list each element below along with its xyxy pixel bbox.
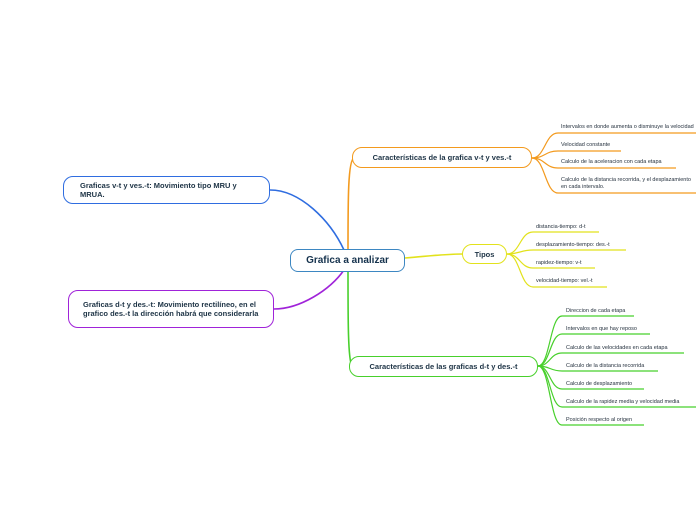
subtopic-dt-rapidez-media[interactable]: Calculo de la rapidez media y velocidad … bbox=[566, 399, 680, 405]
link-central-dt bbox=[347, 270, 353, 367]
topic-caracteristicas-dt[interactable]: Características de las graficas d-t y de… bbox=[349, 356, 538, 377]
topic-graficas-vt-mru[interactable]: Graficas v-t y ves.-t: Movimiento tipo M… bbox=[63, 176, 270, 204]
subtopic-tipos-velocidad[interactable]: velocidad-tiempo: vel.-t bbox=[536, 278, 593, 284]
link-central-tipos bbox=[404, 253, 464, 259]
subtopic-tipos-distancia[interactable]: distancia-tiempo: d-t bbox=[536, 224, 586, 230]
subtopic-vt-aceleracion[interactable]: Calculo de la aceleracion con cada etapa bbox=[561, 159, 662, 165]
tipos-leaf-links bbox=[506, 231, 626, 288]
link-central-left-bottom bbox=[273, 269, 345, 310]
link-central-left-top bbox=[269, 189, 345, 251]
subtopic-dt-reposo[interactable]: Intervalos en que hay reposo bbox=[566, 326, 637, 332]
subtopic-vt-velocidad-constante[interactable]: Velocidad constante bbox=[561, 142, 611, 148]
subtopic-dt-velocidades[interactable]: Calculo de las velocidades en cada etapa bbox=[566, 345, 668, 351]
subtopic-vt-distancia[interactable]: Calculo de la distancia recorrida, y el … bbox=[561, 177, 691, 190]
central-topic[interactable]: Grafica a analizar bbox=[290, 249, 405, 272]
link-central-vt bbox=[347, 157, 355, 251]
subtopic-dt-direccion[interactable]: Direccion de cada etapa bbox=[566, 308, 626, 314]
topic-caracteristicas-vt[interactable]: Características de la grafica v-t y ves.… bbox=[352, 147, 532, 168]
subtopic-tipos-desplazamiento[interactable]: desplazamiento-tiempo: des.-t bbox=[536, 242, 610, 248]
topic-tipos[interactable]: Tipos bbox=[462, 244, 507, 264]
vt-leaf-links bbox=[531, 132, 696, 194]
subtopic-dt-posicion[interactable]: Posición respecto al origen bbox=[566, 417, 633, 423]
subtopic-dt-desplazamiento[interactable]: Calculo de desplazamiento bbox=[566, 381, 633, 387]
subtopic-tipos-rapidez[interactable]: rapidez-tiempo: v-t bbox=[536, 260, 582, 266]
topic-graficas-dt-rectilineo[interactable]: Graficas d-t y des.-t: Movimiento rectil… bbox=[68, 290, 274, 328]
subtopic-dt-distancia[interactable]: Calculo de la distancia recorrida bbox=[566, 363, 645, 369]
subtopic-vt-intervalos[interactable]: Intervalos en donde aumenta o disminuye … bbox=[561, 124, 694, 130]
dt-leaf-links bbox=[537, 315, 696, 426]
